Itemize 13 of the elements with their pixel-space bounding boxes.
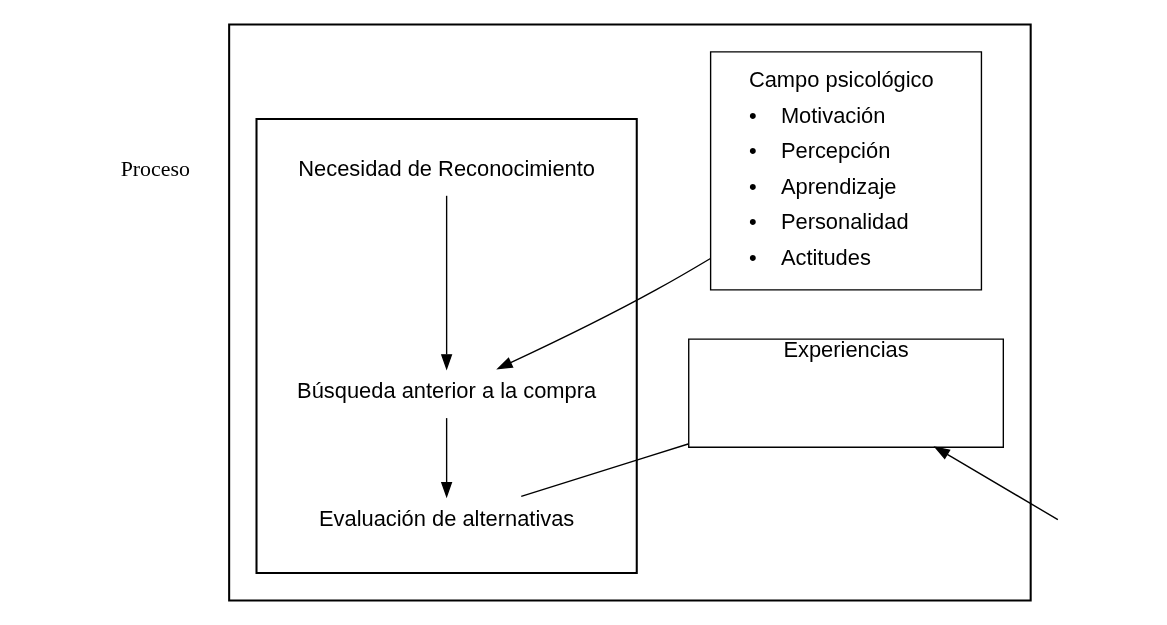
node-text: Evaluación de alternativas (318, 506, 574, 532)
arrow (933, 446, 1059, 521)
node-box: Experiencias (687, 338, 1004, 448)
node-box: Campo psicológico • Motivación • Percepción • Aprendizaje • Personalidad • Actitudes (709, 51, 982, 291)
label: Proceso (120, 157, 190, 182)
connector (520, 443, 689, 498)
arrow (440, 195, 452, 371)
node-text: Necesidad de Reconocimiento (297, 156, 595, 182)
arrow (440, 417, 452, 499)
cluster (227, 23, 1032, 602)
arrow (495, 257, 711, 370)
node-text: Búsqueda anterior a la compra (296, 378, 596, 404)
cluster (255, 117, 638, 575)
